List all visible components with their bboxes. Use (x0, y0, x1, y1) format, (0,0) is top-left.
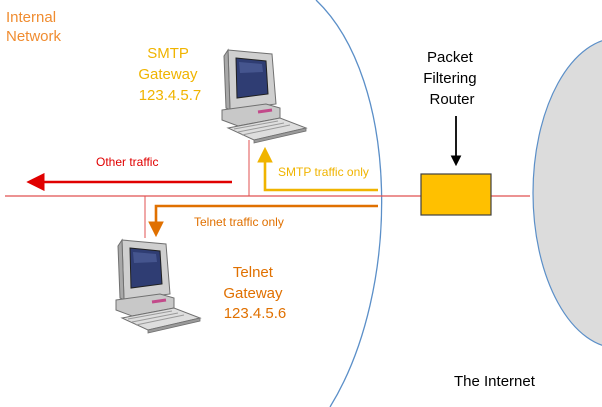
internet-label: The Internet (454, 373, 536, 390)
smtp-traffic-arrow (257, 146, 378, 192)
smtp-traffic-label: SMTP traffic only (278, 165, 369, 179)
router-label: Packet Filtering Router (423, 49, 481, 108)
telnet-gateway-label: Telnet Gateway 123.4.5.6 (223, 264, 286, 322)
computer-icon (114, 238, 202, 335)
internet-cloud-shape (532, 40, 602, 346)
router-box (420, 173, 492, 216)
smtp-gateway-label: SMTP Gateway 123.4.5.7 (138, 45, 201, 104)
other-traffic-label: Other traffic (96, 155, 158, 169)
internal-network-label: Internal Network (6, 9, 62, 45)
computer-icon (220, 48, 308, 145)
telnet-traffic-label: Telnet traffic only (194, 215, 284, 229)
internal-network-boundary (315, 0, 383, 407)
telnet-traffic-arrow (148, 204, 378, 238)
